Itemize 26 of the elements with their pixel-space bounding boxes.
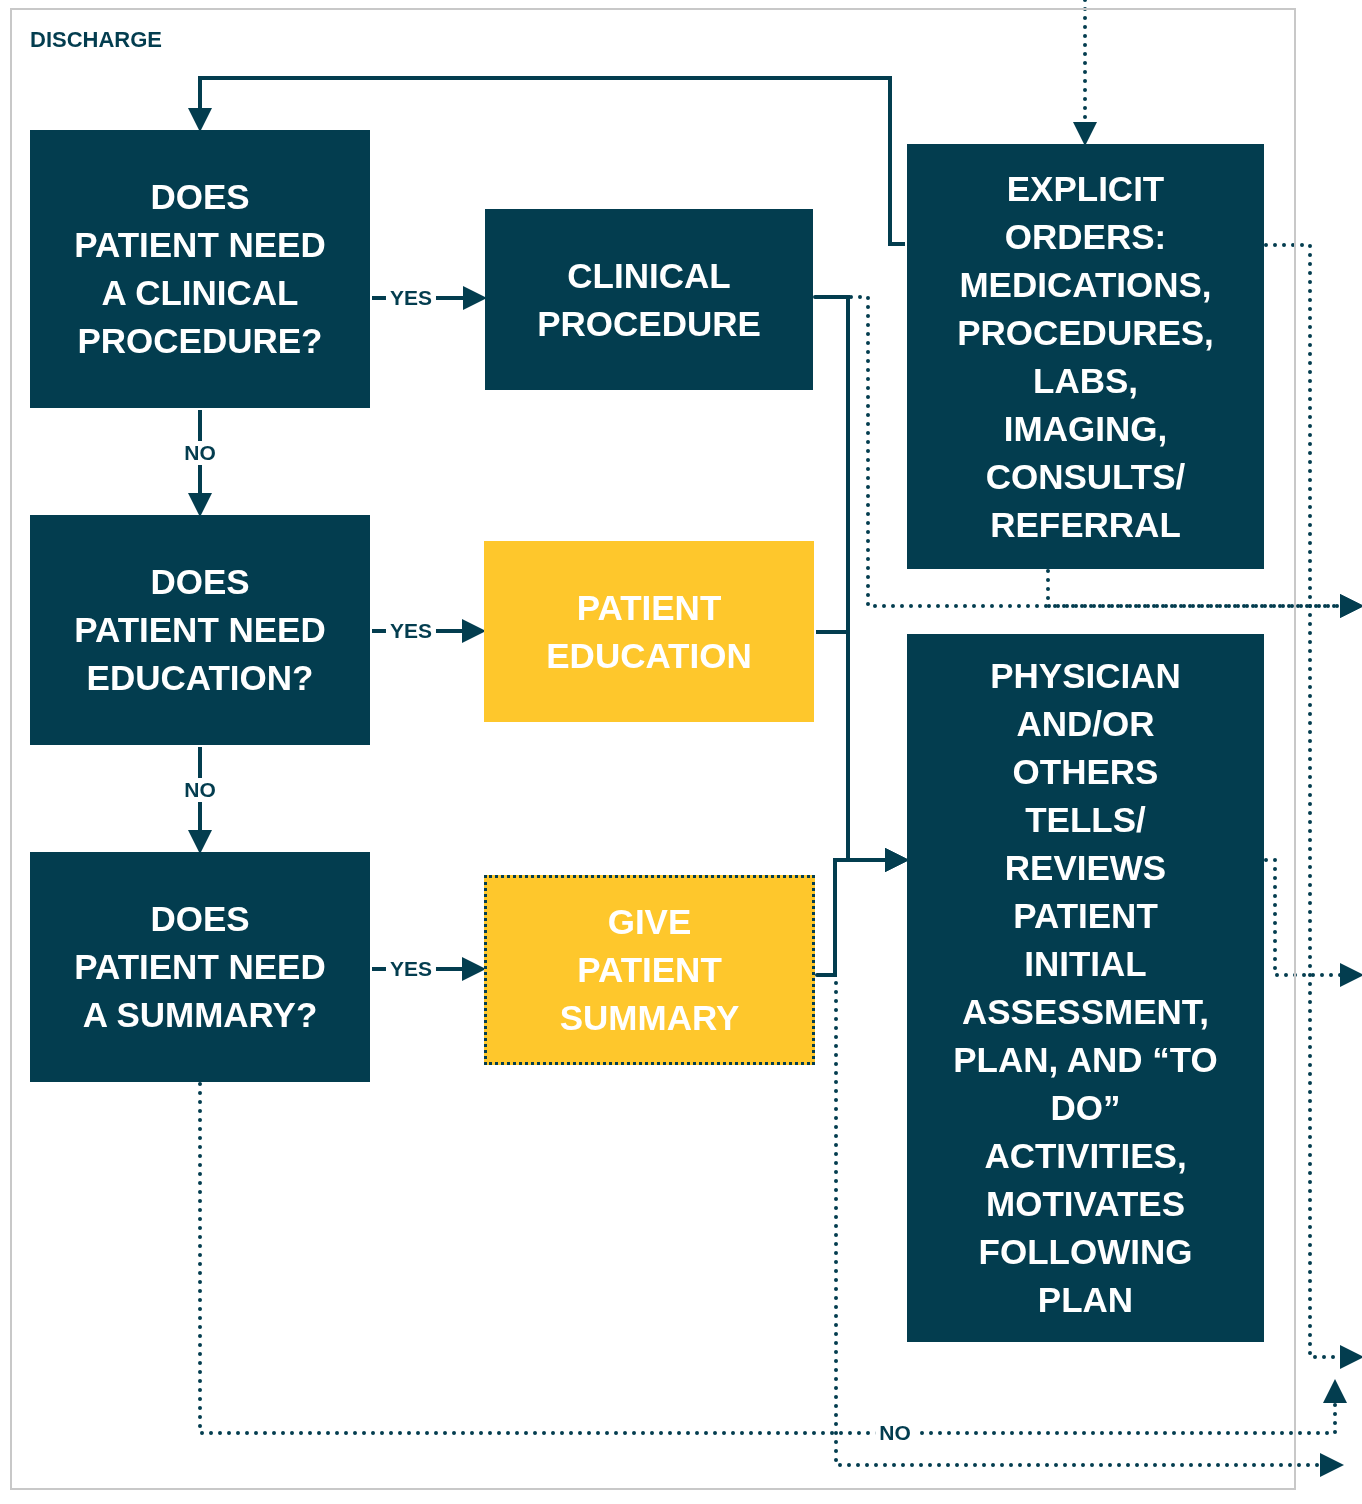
- box-text: DOES PATIENT NEED EDUCATION?: [74, 561, 326, 699]
- arrow: [188, 76, 905, 246]
- dotted-highlight-box: [484, 875, 815, 1065]
- arrow: [817, 848, 909, 977]
- box-text: PATIENT EDUCATION: [545, 586, 753, 677]
- box-text: DOES PATIENT NEED A CLINICAL PROCEDURE?: [74, 176, 326, 362]
- dotted-arrow: [1264, 243, 1362, 1369]
- process-box: [907, 144, 1264, 569]
- section-frame: [10, 8, 1296, 1490]
- dotted-arrow: [1073, 0, 1097, 146]
- dotted-arrow: [198, 1082, 1347, 1435]
- process-box: [30, 852, 370, 1082]
- dotted-arrow: [1046, 569, 1362, 618]
- dotted-arrow: [1264, 858, 1362, 987]
- process-box: [907, 634, 1264, 1342]
- process-box: [30, 515, 370, 745]
- process-box: [485, 209, 813, 390]
- highlight-box: [484, 541, 814, 722]
- box-text: PHYSICIAN AND/OR OTHERS TELLS/ REVIEWS PATIENT INITIAL ASSESSMENT, PLAN, AND “TO DO” ACTIVITIES, MOTIVATES FOLLOWING PLAN: [952, 655, 1219, 1321]
- box-text: CLINICAL PROCEDURE: [536, 254, 762, 345]
- box-text: EXPLICIT ORDERS: MEDICATIONS, PROCEDURES, LABS, IMAGING, CONSULTS/ REFERRAL: [956, 167, 1215, 546]
- box-text: GIVE PATIENT SUMMARY: [558, 901, 741, 1039]
- box-text: DOES PATIENT NEED A SUMMARY?: [74, 898, 326, 1036]
- dotted-arrow: [815, 973, 1344, 1477]
- process-box: [30, 130, 370, 408]
- section-heading: DISCHARGE: [30, 26, 162, 54]
